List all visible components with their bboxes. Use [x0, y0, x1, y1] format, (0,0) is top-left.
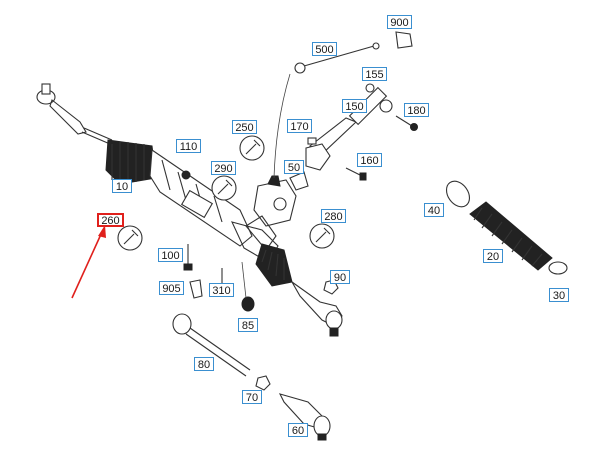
callout-100[interactable]: 100 — [158, 248, 183, 262]
callout-280[interactable]: 280 — [321, 209, 346, 223]
callout-110[interactable]: 110 — [176, 139, 201, 153]
end-cap-900 — [395, 31, 413, 49]
callout-30[interactable]: 30 — [549, 288, 569, 302]
right-rack-boot — [255, 243, 293, 287]
callout-905[interactable]: 905 — [159, 281, 184, 295]
bolt-100 — [183, 244, 193, 271]
callout-70[interactable]: 70 — [242, 390, 262, 404]
right-tie-rod-end — [291, 281, 343, 337]
callout-10[interactable]: 10 — [112, 179, 132, 193]
wrench-icon-260 — [117, 225, 143, 251]
callout-290[interactable]: 290 — [211, 161, 236, 175]
intermediate-shaft — [305, 86, 393, 171]
callout-260-selected[interactable]: 260 — [97, 213, 124, 227]
nut-155 — [365, 83, 375, 93]
callout-170[interactable]: 170 — [287, 119, 312, 133]
callout-900[interactable]: 900 — [387, 15, 412, 29]
callout-155[interactable]: 155 — [362, 67, 387, 81]
lead-line-500 — [273, 73, 291, 179]
clamp-170 — [307, 137, 317, 145]
callout-80[interactable]: 80 — [194, 357, 214, 371]
callout-60[interactable]: 60 — [288, 423, 308, 437]
nut-85 — [241, 261, 255, 312]
nut-110 — [181, 170, 191, 180]
wrench-icon-280 — [309, 223, 335, 249]
callout-40[interactable]: 40 — [424, 203, 444, 217]
callout-85[interactable]: 85 — [238, 318, 258, 332]
bracket-905 — [189, 279, 203, 299]
callout-150[interactable]: 150 — [342, 99, 367, 113]
callout-250[interactable]: 250 — [232, 120, 257, 134]
callout-500[interactable]: 500 — [312, 42, 337, 56]
wrench-icon-290 — [211, 175, 237, 201]
clamp-30 — [548, 261, 568, 275]
left-inner-tie-rod — [81, 127, 113, 145]
rack-boot-20 — [469, 201, 553, 271]
callout-180[interactable]: 180 — [404, 103, 429, 117]
steering-rack-housing — [105, 139, 279, 263]
highlight-arrow — [71, 225, 106, 299]
callout-50[interactable]: 50 — [284, 160, 304, 174]
feed-rod-500 — [294, 42, 380, 74]
bracket-50 — [289, 171, 309, 191]
left-tie-rod-end — [36, 83, 87, 135]
valve-body — [245, 175, 297, 251]
tie-rod-end-60 — [278, 393, 331, 441]
wrench-icon-250 — [239, 135, 265, 161]
callout-310[interactable]: 310 — [209, 283, 234, 297]
callout-20[interactable]: 20 — [483, 249, 503, 263]
clamp-40 — [445, 180, 471, 208]
nut-70 — [255, 375, 271, 391]
bolt-160 — [345, 167, 367, 181]
bolt-180 — [395, 115, 418, 131]
callout-90[interactable]: 90 — [330, 270, 350, 284]
callout-160[interactable]: 160 — [357, 153, 382, 167]
inner-tie-rod-80 — [172, 313, 251, 377]
